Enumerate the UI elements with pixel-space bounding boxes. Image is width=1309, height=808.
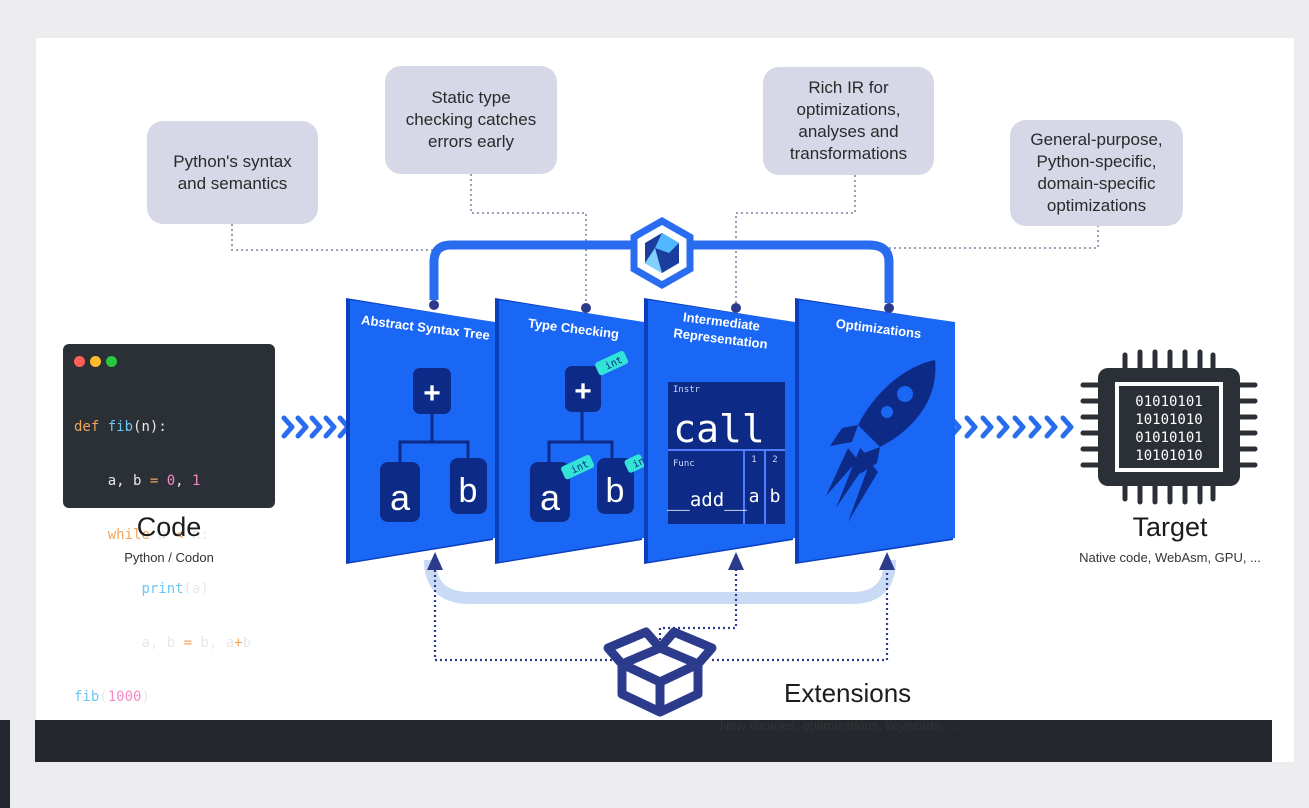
- ast-node-b-label: b: [459, 472, 478, 510]
- ir-instr-label: Instr: [673, 385, 701, 395]
- code-title: Code: [136, 512, 202, 542]
- connector-dot-opt: [884, 303, 894, 313]
- chevrons-left: [281, 415, 351, 439]
- bubble-connectors: [231, 174, 1099, 308]
- rocket-icon: [826, 360, 936, 522]
- types-node-b-label: b: [606, 472, 625, 510]
- bubble-syntax-line-1: Python's syntax: [173, 151, 292, 171]
- ast-plus-node: [413, 368, 451, 414]
- target-title: Target: [1132, 512, 1208, 542]
- chevrons-right: [932, 415, 1074, 439]
- code-line-1: def fib(n):: [74, 419, 167, 435]
- code-listing: def fib(n): a, b = 0, 1 while a < n: pri…: [74, 382, 251, 742]
- code-line-5: a, b = b, a+b: [74, 635, 252, 651]
- panel-optimizations: Optimizations: [795, 298, 955, 564]
- types-node-a: [530, 462, 570, 522]
- bubble-ir-line-4: transformations: [789, 144, 908, 163]
- bubble-typecheck-line-2: checking catches: [405, 110, 537, 129]
- chip-bits-2: 10101010: [1135, 412, 1202, 428]
- ast-node-a-label: a: [390, 477, 411, 518]
- code-window: def fib(n): a, b = 0, 1 while a < n: pri…: [63, 344, 275, 705]
- chip-icon: [1080, 349, 1258, 505]
- ir-arg2-label: 2: [772, 455, 777, 465]
- bottom-bar: [35, 720, 1272, 762]
- codon-logo: [630, 216, 694, 290]
- ext-arrow-ir: [728, 552, 744, 570]
- bubble-ir-line-2: optimizations,: [796, 100, 901, 119]
- ast-node-a: [380, 462, 420, 522]
- window-maximize-dot: [106, 356, 117, 367]
- int-tag-b: in: [624, 454, 647, 473]
- bubble-ir: Rich IR for optimizations, analyses and tra…: [763, 67, 934, 175]
- bubble-typecheck: Static type checking catches errors early: [385, 66, 557, 174]
- chip-bits-4: 10101010: [1135, 448, 1202, 464]
- bubble-optimizations: General-purpose, Python-specific, domain-s…: [1010, 120, 1183, 226]
- dark-corner: [0, 720, 10, 808]
- target-subtitle: Native code, WebAsm, GPU, ...: [1079, 550, 1261, 565]
- ir-instr-value: call: [673, 407, 765, 451]
- types-plus-label: +: [574, 375, 592, 408]
- ast-plus-label: +: [423, 377, 441, 410]
- bubble-opt-line-3: domain-specific: [1037, 174, 1156, 193]
- ir-func-value: __add__: [667, 489, 748, 511]
- bubble-opt-line-1: General-purpose,: [1030, 130, 1163, 149]
- bubble-opt-line-2: Python-specific,: [1036, 152, 1157, 171]
- bubble-opt-line-4: optimizations: [1046, 196, 1147, 215]
- bubble-ir-line-3: analyses and: [798, 122, 899, 141]
- ir-arg1-label: 1: [751, 455, 756, 465]
- extensions-title: Extensions: [784, 678, 912, 708]
- window-close-dot: [74, 356, 85, 367]
- ast-node-b: [450, 458, 487, 514]
- svg-text:in: in: [631, 456, 647, 471]
- extension-connectors: [433, 568, 889, 662]
- ext-arrow-ast: [427, 552, 443, 570]
- box-icon: [603, 627, 717, 717]
- types-node-b: [597, 458, 634, 514]
- code-line-2: a, b = 0, 1: [74, 473, 201, 489]
- panel-ir: Intermediate Representation Instr call F…: [644, 298, 795, 564]
- return-arrow: [424, 559, 896, 604]
- ext-arrow-opt: [879, 552, 895, 570]
- code-subtitle: Python / Codon: [124, 550, 214, 565]
- types-plus-node: [565, 366, 601, 412]
- extensions-subtitle: New libraries, optimizations, keywords, …: [720, 718, 959, 733]
- connector-dot-ast: [429, 300, 439, 310]
- chip-bits-1: 01010101: [1135, 394, 1202, 410]
- ir-func-label: Func: [673, 459, 695, 469]
- panel-ast: Abstract Syntax Tree + a b: [346, 298, 495, 564]
- window-minimize-dot: [90, 356, 101, 367]
- bubble-typecheck-line-3: errors early: [428, 132, 514, 151]
- types-node-a-label: a: [540, 477, 561, 518]
- ir-arg1-value: a: [749, 486, 760, 507]
- code-line-4: print(a): [141, 581, 209, 597]
- panel-types: Type Checking + a b int int in: [495, 298, 647, 564]
- code-line-3: while a < n:: [107, 527, 209, 543]
- bubble-typecheck-line-1: Static type: [431, 88, 511, 107]
- connector-dot-ir: [731, 303, 741, 313]
- ir-arg2-value: b: [770, 486, 781, 507]
- bubble-syntax-line-2: and semantics: [177, 173, 288, 193]
- bubble-ir-line-1: Rich IR for: [808, 78, 889, 97]
- chip-bits-3: 01010101: [1135, 430, 1202, 446]
- connector-dot-types: [581, 303, 591, 313]
- code-line-6: fib(1000): [74, 689, 150, 705]
